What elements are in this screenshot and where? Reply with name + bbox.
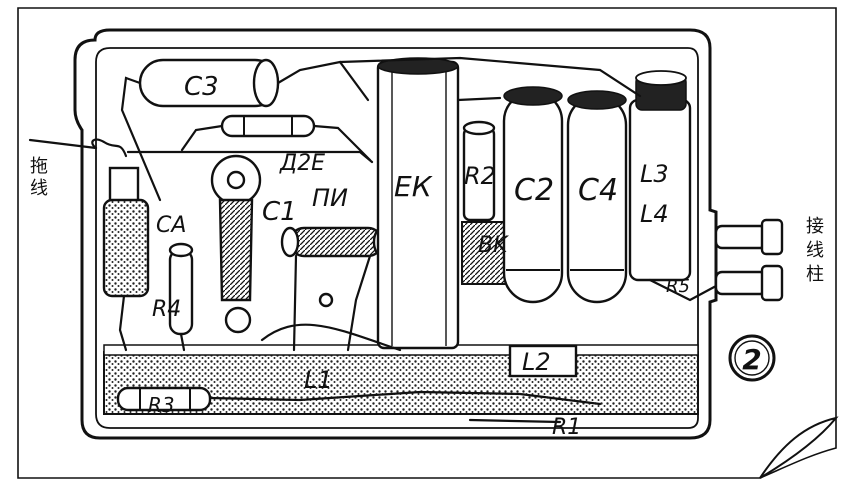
label-c2: C2 bbox=[514, 173, 554, 208]
trimmer-c1 bbox=[210, 154, 262, 334]
label-l3: L3 bbox=[640, 160, 669, 188]
resistor-r2 bbox=[462, 120, 496, 222]
wire-top-span bbox=[338, 56, 642, 98]
caption-right-3: 柱 bbox=[806, 264, 824, 285]
label-r5: R5 bbox=[666, 276, 690, 297]
capacitor-c4 bbox=[566, 90, 628, 304]
capacitor-c2 bbox=[502, 86, 564, 304]
label-pi: ПИ bbox=[312, 184, 348, 212]
caption-right-2: 线 bbox=[806, 240, 824, 261]
coil-l3-l4 bbox=[628, 70, 692, 282]
label-d2e: Д2Е bbox=[279, 151, 325, 176]
label-bk: BK bbox=[478, 233, 509, 258]
wire-r5 bbox=[648, 278, 718, 302]
cord-loop bbox=[91, 138, 128, 158]
switch-bk bbox=[461, 221, 507, 285]
wire-bottom-r1 bbox=[468, 418, 562, 424]
figure-number-badge: 2 bbox=[728, 334, 776, 382]
capacitor-c3 bbox=[120, 58, 370, 202]
caption-left-1: 拖 bbox=[30, 156, 48, 177]
diode-d2e-lead bbox=[126, 150, 374, 164]
resistor-small-top bbox=[180, 114, 372, 162]
figure-number: 2 bbox=[742, 343, 761, 376]
caption-left-2: 线 bbox=[30, 178, 48, 199]
capacitor-ek bbox=[376, 57, 460, 350]
label-r4: R4 bbox=[152, 297, 181, 322]
resistor-r4 bbox=[168, 242, 194, 352]
label-ca: CA bbox=[156, 213, 186, 238]
label-c3: C3 bbox=[184, 72, 219, 102]
label-r1: R1 bbox=[552, 415, 581, 440]
wire-pi-board bbox=[260, 323, 402, 352]
coil-l2 bbox=[508, 344, 578, 378]
label-l1: L1 bbox=[304, 366, 333, 394]
terminal-posts bbox=[714, 218, 784, 302]
wire-ek-c2 bbox=[456, 96, 502, 102]
caption-right-1: 接 bbox=[806, 216, 824, 237]
label-c1: C1 bbox=[262, 197, 297, 227]
input-cord bbox=[28, 138, 98, 150]
label-ek: ЕК bbox=[394, 170, 433, 203]
inductor-ca bbox=[102, 166, 150, 352]
wire-bottom bbox=[208, 390, 602, 406]
label-r3: R3 bbox=[148, 393, 175, 417]
housing-inner bbox=[95, 47, 699, 429]
housing-outer bbox=[73, 28, 718, 440]
label-l4: L4 bbox=[640, 200, 669, 228]
label-l2: L2 bbox=[522, 348, 551, 376]
page-curl bbox=[759, 416, 839, 479]
label-c4: C4 bbox=[578, 173, 618, 208]
label-r2: R2 bbox=[464, 162, 496, 190]
